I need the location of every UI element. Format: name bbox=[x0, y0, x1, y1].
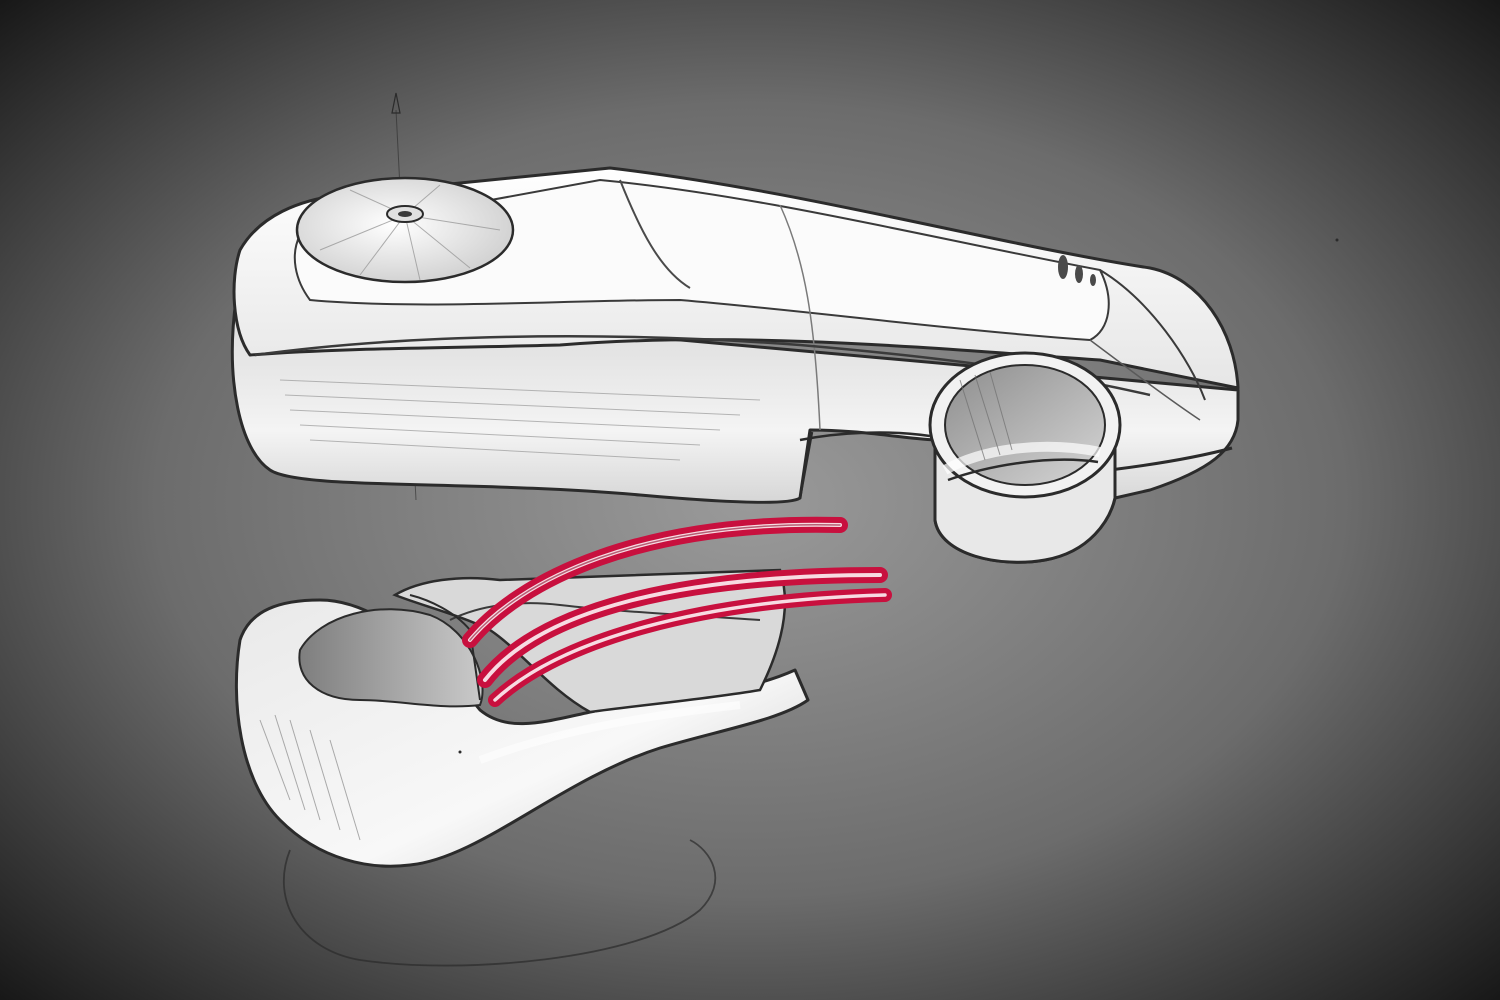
handlebar-clamp-icon bbox=[928, 351, 1122, 564]
brake-cable-icon bbox=[462, 516, 892, 707]
vent-slots bbox=[1058, 255, 1096, 286]
pencil-marks bbox=[458, 238, 1339, 754]
steerer-top-cap-icon bbox=[295, 176, 515, 284]
